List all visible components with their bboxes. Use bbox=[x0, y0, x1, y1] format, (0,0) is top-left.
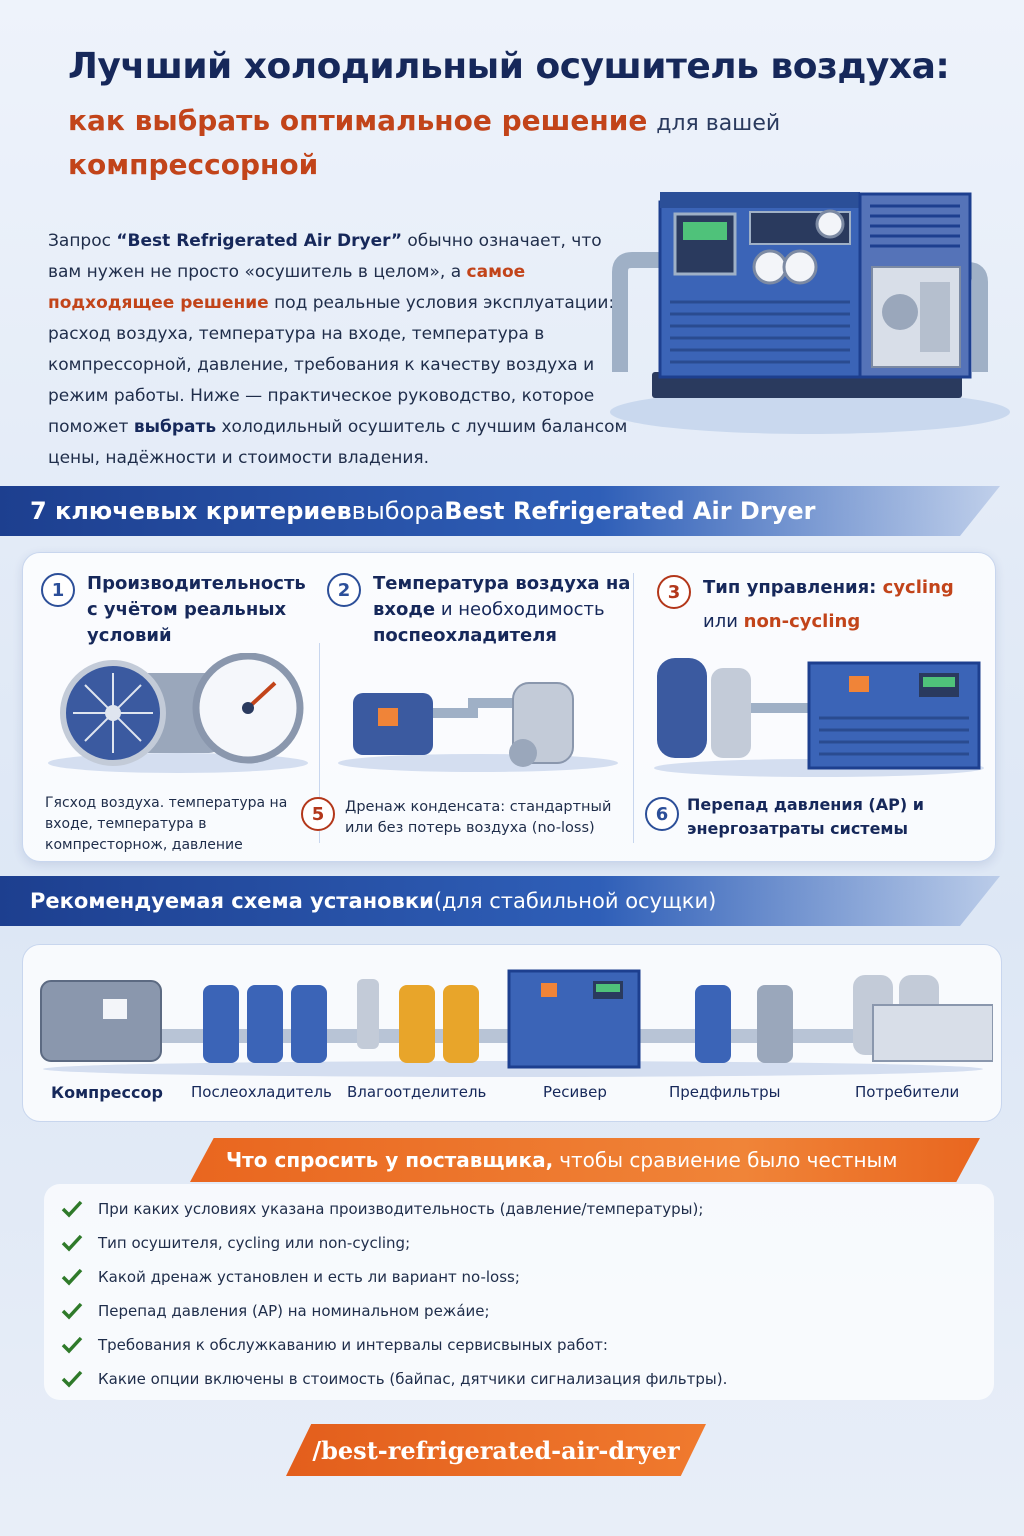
section-banner-criteria: 7 ключевых критериев выбора Best Refrige… bbox=[0, 486, 1000, 536]
criterion-number-2: 2 bbox=[327, 573, 361, 607]
check-icon bbox=[61, 1302, 83, 1320]
installation-scheme: Компрессор Послеохладитель Влагоотделите… bbox=[22, 944, 1002, 1122]
scheme-label-aftercooler: Послеохладитель bbox=[191, 1083, 332, 1101]
intro-text-1: Запрос bbox=[48, 231, 117, 251]
criterion-1-title: Производительность с учётом реальных усл… bbox=[87, 573, 306, 646]
hero-dryer-illustration bbox=[610, 192, 1010, 434]
criterion-5-title: Дренаж конденсата: стандартный или без п… bbox=[345, 799, 612, 836]
fan-gauge-illustration bbox=[48, 653, 308, 773]
ask-title-rest: чтобы сравиение было честным bbox=[559, 1148, 898, 1172]
criterion-number-1: 1 bbox=[41, 573, 75, 607]
page-title: Лучший холодильный осушитель воздуха: bbox=[68, 46, 950, 87]
subtitle-highlight: как выбрать оптимальное решение bbox=[68, 104, 648, 137]
criteria-title-bold: 7 ключевых критериев bbox=[30, 497, 352, 525]
criterion-3-title: Тип управления: cycling или non-cycling bbox=[703, 577, 954, 632]
section-banner-ask: Что спросить у поставщика,чтобы сравиени… bbox=[190, 1138, 980, 1182]
checklist-item: Тип осушителя, cycling или non-cycling; bbox=[60, 1228, 410, 1258]
check-icon bbox=[61, 1234, 83, 1252]
scheme-title-bold: Рекомендуемая схема установки bbox=[30, 889, 434, 913]
scheme-title-light: (для стабильной осущки) bbox=[433, 889, 717, 913]
scheme-label-prefilters: Предфильтры bbox=[669, 1083, 781, 1101]
intro-bold-query: “Best Refrigerated Air Dryer” bbox=[116, 231, 402, 251]
ask-checklist: При каких условиях указана производитель… bbox=[44, 1184, 994, 1400]
scheme-label-consumers: Потребители bbox=[855, 1083, 960, 1101]
scheme-label-separator: Влагоотделитель bbox=[347, 1083, 487, 1101]
scheme-label-compressor: Компрессор bbox=[51, 1083, 163, 1102]
criteria-title-product: Best Refrigerated Air Dryer bbox=[444, 497, 816, 525]
criterion-1-subtitle: Гясход воздуха. температура на входе, те… bbox=[45, 795, 288, 853]
criteria-panel: 1 Производительность с учётом реальных у… bbox=[22, 552, 996, 862]
criterion-number-5: 5 bbox=[301, 797, 335, 831]
dryer-units-illustration bbox=[654, 658, 984, 777]
checklist-item: При каких условиях указана производитель… bbox=[60, 1194, 703, 1224]
intro-paragraph: Запрос “Best Refrigerated Air Dryer” обы… bbox=[48, 226, 628, 474]
intro-text-3: под реальные условия эксплуатации: расхо… bbox=[48, 293, 615, 437]
check-icon bbox=[61, 1370, 83, 1388]
checklist-item: Какие опции включены в стоимость (байпас… bbox=[60, 1364, 727, 1394]
criterion-number-6: 6 bbox=[645, 797, 679, 831]
compressor-aftercooler-illustration bbox=[338, 682, 618, 772]
intro-bold-choose: выбрать bbox=[133, 417, 217, 437]
criteria-title-light: выбора bbox=[351, 497, 445, 525]
ask-title-bold: Что спросить у поставщика, bbox=[226, 1148, 554, 1172]
criterion-6-title: Перепад давления (AP) и энергозатраты си… bbox=[687, 795, 924, 838]
intro-text-4: холодильный осушитель с лучшим балансом … bbox=[48, 417, 628, 468]
checklist-item: Требования к обслужкаванию и интервалы с… bbox=[60, 1330, 608, 1360]
criterion-2-title: Температура воздуха на входе и необходим… bbox=[373, 573, 631, 646]
url-link[interactable]: /best-refrigerated-air-dryer bbox=[286, 1424, 706, 1476]
scheme-illustration bbox=[40, 969, 993, 1077]
checklist-item: Какой дренаж установлен и есть ли вариан… bbox=[60, 1262, 520, 1292]
scheme-label-receiver: Ресивер bbox=[543, 1083, 607, 1101]
divider bbox=[319, 643, 320, 843]
checklist-item: Перепад давления (AP) на номинальном реж… bbox=[60, 1296, 490, 1326]
check-icon bbox=[61, 1336, 83, 1354]
section-banner-scheme: Рекомендуемая схема установки (для стаби… bbox=[0, 876, 1000, 926]
subtitle-rest: для вашей bbox=[656, 111, 781, 136]
intro-text-2: обычно означает, что вам нужен не просто… bbox=[48, 231, 602, 282]
criterion-number-3: 3 bbox=[657, 575, 691, 609]
intro-accent: самое подходящее решение bbox=[48, 262, 526, 313]
subtitle-line3: компрессорной bbox=[68, 148, 319, 181]
check-icon bbox=[61, 1268, 83, 1286]
check-icon bbox=[61, 1200, 83, 1218]
divider bbox=[633, 573, 634, 843]
page-subtitle: как выбрать оптимальное решение для ваше… bbox=[68, 104, 780, 137]
